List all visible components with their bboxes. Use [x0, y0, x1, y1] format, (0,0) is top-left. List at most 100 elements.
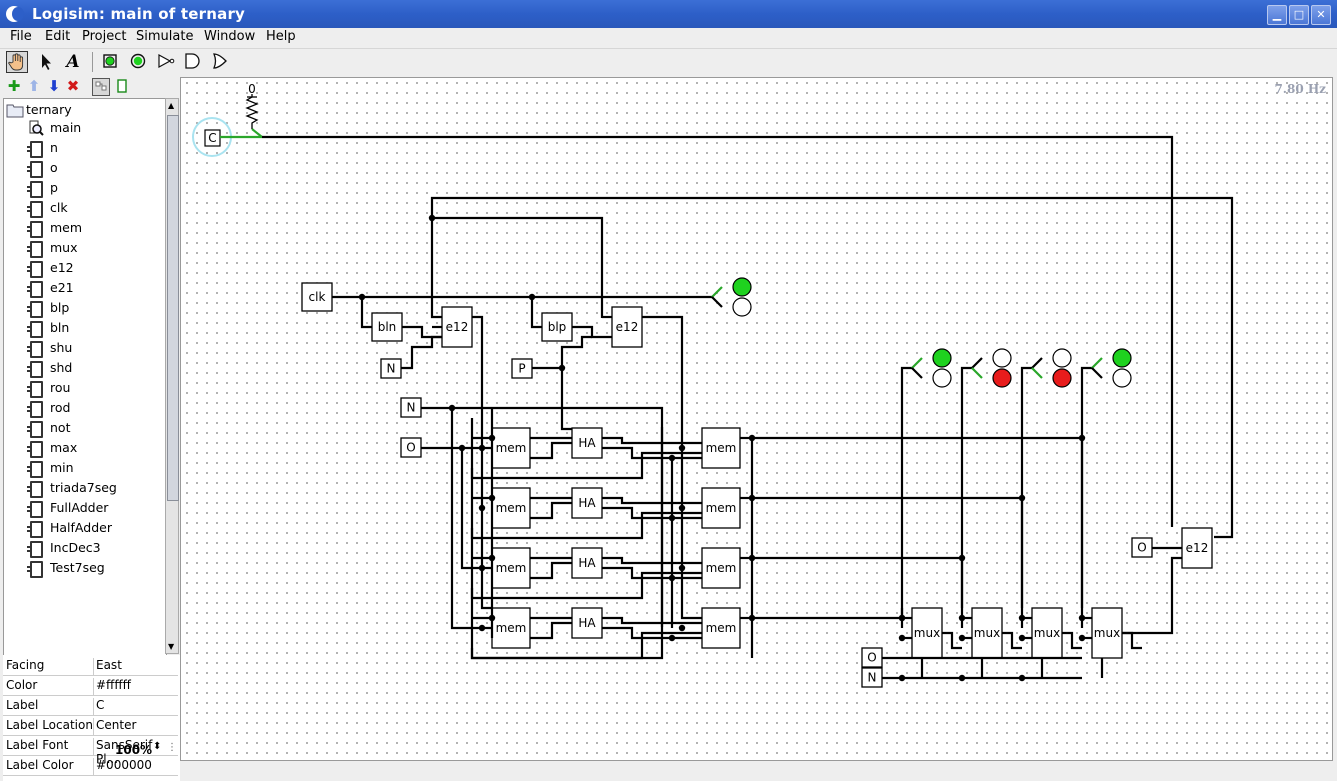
- wire: [1020, 366, 1032, 628]
- attribute-value[interactable]: Center: [93, 718, 136, 735]
- attribute-row[interactable]: Label Color#000000: [3, 756, 178, 776]
- subcircuit-icon: [27, 161, 43, 178]
- mem-component: [491, 427, 531, 469]
- wire-junction: [898, 634, 906, 642]
- scroll-up-icon[interactable]: ▲: [168, 101, 175, 110]
- tree-item-label: not: [50, 420, 71, 435]
- close-button[interactable]: ✕: [1311, 5, 1331, 25]
- layout-view-icon[interactable]: [92, 78, 110, 96]
- tree-item-label: FullAdder: [50, 500, 109, 515]
- mem-component: [701, 547, 741, 589]
- wire: [430, 196, 1234, 539]
- subcircuit-icon: [27, 181, 43, 198]
- subcircuit-icon: [27, 461, 43, 478]
- wire: [432, 216, 604, 318]
- attribute-key: Label Location: [6, 718, 93, 732]
- attribute-row[interactable]: Facing East: [3, 656, 178, 676]
- e12-component: [1181, 527, 1213, 569]
- scroll-thumb[interactable]: [167, 115, 179, 501]
- wire: [360, 297, 372, 329]
- mem-component-label: mem: [496, 561, 527, 575]
- maximize-button[interactable]: □: [1289, 5, 1309, 25]
- tree-item-label: n: [50, 140, 58, 155]
- scroll-down-icon[interactable]: ▼: [168, 642, 175, 651]
- move-up-icon[interactable]: ⬆: [27, 77, 41, 95]
- attribute-key: Label Font: [6, 738, 69, 752]
- wire: [262, 135, 1174, 527]
- e12-component: [441, 306, 473, 348]
- arrow-select-icon[interactable]: [34, 51, 56, 73]
- wire-junction: [478, 504, 486, 512]
- zoom-spinner-icon[interactable]: ⬍: [153, 741, 162, 752]
- mux-component-label: mux: [1034, 626, 1060, 640]
- blp-component-label: blp: [548, 320, 567, 334]
- attribute-key: Label: [6, 698, 39, 712]
- clk-component-label: clk: [309, 290, 326, 304]
- wire: [401, 335, 442, 370]
- wire: [1080, 366, 1092, 628]
- input-pin-icon[interactable]: [99, 51, 121, 73]
- wire-junction: [678, 624, 686, 632]
- menu-window[interactable]: Window: [204, 29, 256, 44]
- led-green: [732, 277, 752, 297]
- pin-n-label: N: [387, 362, 396, 376]
- attribute-value[interactable]: East: [93, 658, 122, 675]
- attribute-key: Facing: [6, 658, 45, 672]
- attribute-value[interactable]: #ffffff: [93, 678, 131, 695]
- led-off: [1052, 348, 1072, 368]
- led-green: [1112, 348, 1132, 368]
- attribute-value[interactable]: SansSerif Pl...: [93, 738, 178, 766]
- subcircuit-icon: [27, 201, 43, 218]
- mem-component: [701, 427, 741, 469]
- hand-poke-icon[interactable]: [6, 51, 28, 73]
- subcircuit-icon: [27, 441, 43, 458]
- mem-component-label: mem: [706, 561, 737, 575]
- or-gate-icon[interactable]: [209, 51, 231, 73]
- attribute-value[interactable]: #000000: [93, 758, 152, 775]
- subcircuit-icon: [27, 241, 43, 258]
- and-gate-icon[interactable]: [181, 51, 203, 73]
- not-gate-icon[interactable]: [155, 51, 177, 73]
- tree-item-label: min: [50, 460, 74, 475]
- wire: [602, 496, 702, 505]
- mem-component-label: mem: [496, 621, 527, 635]
- attribute-row[interactable]: Label Font SansSerif Pl...: [3, 736, 178, 766]
- minimize-button[interactable]: ▁: [1267, 5, 1287, 25]
- add-circuit-icon[interactable]: ✚: [7, 77, 21, 95]
- ha-component-label: HA: [578, 556, 596, 570]
- grid-toggle-icon[interactable]: ⋮⋮: [167, 742, 187, 753]
- tree-item-label: main: [50, 120, 82, 135]
- wire: [560, 368, 572, 431]
- tree-scrollbar[interactable]: ▲ ▼: [165, 98, 179, 654]
- attribute-value[interactable]: C: [93, 698, 104, 715]
- mem-component: [491, 607, 531, 649]
- ha-component-label: HA: [578, 496, 596, 510]
- menu-file[interactable]: File: [10, 29, 32, 44]
- menu-project[interactable]: Project: [82, 29, 127, 44]
- wire: [470, 427, 664, 660]
- menu-simulate[interactable]: Simulate: [136, 29, 194, 44]
- tree-item-label: Test7seg: [50, 560, 105, 575]
- mem-component-label: mem: [706, 441, 737, 455]
- subcircuit-icon: [27, 221, 43, 238]
- text-tool-icon[interactable]: A: [66, 52, 80, 72]
- subcircuit-icon: [27, 521, 43, 538]
- attribute-row[interactable]: Color#ffffff: [3, 676, 178, 696]
- wire: [911, 367, 923, 379]
- appearance-view-icon[interactable]: [114, 78, 130, 94]
- output-pin-icon[interactable]: [127, 51, 149, 73]
- menu-edit[interactable]: Edit: [45, 29, 71, 44]
- wire: [602, 626, 702, 640]
- wire: [530, 501, 572, 520]
- menu-help[interactable]: Help: [266, 29, 296, 44]
- delete-circuit-icon[interactable]: ✖: [66, 77, 80, 95]
- move-down-icon[interactable]: ⬇: [47, 77, 61, 95]
- led-green: [932, 348, 952, 368]
- wire: [1091, 367, 1103, 379]
- zoom-control[interactable]: 100% ⬍ ⋮⋮: [103, 741, 187, 759]
- tree-item-label: max: [50, 440, 78, 455]
- attribute-row[interactable]: Label C: [3, 696, 178, 716]
- wire: [1091, 357, 1103, 369]
